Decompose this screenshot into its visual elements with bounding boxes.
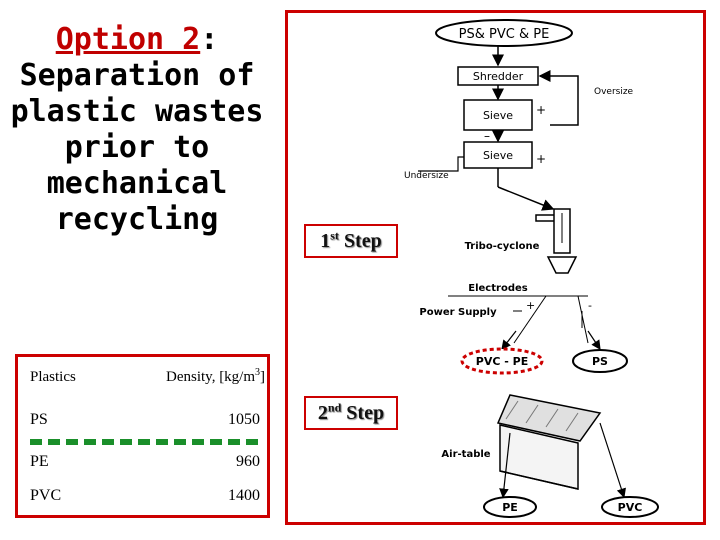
undersize-label: Undersize [404,171,449,181]
sieve2-box [463,141,533,169]
title-line-2: Separation of [19,58,255,93]
step2-word: Step [346,402,385,424]
electrodes-label: Electrodes [468,283,527,294]
step1-word: Step [343,230,382,252]
electrode-left [513,295,547,344]
ps-output-label: PS [592,355,608,368]
sieve2-plus: + [536,152,546,166]
row-ps-name: PS [30,411,48,428]
pe-output-ellipse [483,496,537,518]
header-plastics: Plastics [30,369,76,385]
row-ps-density: 1050 [228,411,260,428]
title-line-6: recycling [55,202,219,237]
airtable-rib [525,404,539,424]
airtable-top [496,394,602,442]
airtable-label: Air-table [441,449,490,460]
arrow-to-ps [587,330,601,350]
shredder-label: Shredder [473,70,524,83]
airtable-rib [565,412,579,432]
step1-number: 1 [320,230,331,252]
row-pe-name: PE [30,453,49,470]
undersize-line [418,156,464,172]
oversize-loop [538,70,579,126]
step2-number: 2 [317,402,328,424]
ps-output-ellipse [572,349,628,373]
mix-output-label: PVC - PE [476,355,528,368]
airtable-rib [545,408,559,428]
step2-label: 2nd Step [304,396,398,430]
oversize-label: Oversize [594,87,634,97]
title-line-5: mechanical [46,166,228,201]
process-diagram-frame: PS& PVC & PE Shredder Oversize Sieve + –… [285,10,706,525]
pe-output-label: PE [502,501,518,514]
title-line-1: Option 2: [8,22,266,58]
step2-suffix: nd [327,400,342,415]
pvc-output-label: PVC [618,501,643,514]
row-pvc-name: PVC [30,487,62,504]
header-density: Density, [kg/m3] [166,367,266,386]
input-ellipse [435,19,573,47]
arrow-to-pe [499,432,511,499]
row-pvc-density: 1400 [228,487,260,504]
power-supply-label: Power Supply [419,307,497,318]
separator-dash [30,439,258,445]
title-option-highlight: Option 2 [55,22,201,57]
power-minus: - [588,299,592,312]
slide-title: Option 2: Separation of plastic wastes p… [8,22,266,238]
mix-output-ellipse [460,347,544,375]
airtable-bottom [499,470,579,490]
density-table: Plastics Density, [kg/m3] PS 1050 PE 960… [15,354,270,518]
step1-suffix: st [330,228,339,243]
pvc-output-ellipse [601,496,659,518]
title-line-4: prior to [64,130,210,165]
step1-label: 1st Step [304,224,398,258]
electrode-right [577,295,589,344]
title-line-3: plastic wastes [10,94,264,129]
power-plus: + [526,299,535,312]
cyclone-cone [546,256,578,274]
title-colon: : [200,22,219,57]
sieve1-minus: – [484,129,490,143]
sieve1-label: Sieve [483,109,513,122]
header-density-text: Density, [kg/m [166,369,256,385]
sieve1-plus: + [536,103,546,117]
sieve2-label: Sieve [483,149,513,162]
arrow-to-cyclone [497,186,555,211]
arrow-to-pvc [599,422,626,499]
arrow-to-mix [501,330,517,350]
header-density-sup: 3 [255,367,261,378]
row-pe-density: 960 [236,453,260,470]
input-label: PS& PVC & PE [459,27,550,42]
header-density-end: ] [260,369,266,385]
tribo-label: Tribo-cyclone [465,241,540,252]
airtable-rib [505,400,519,420]
process-diagram: PS& PVC & PE Shredder Oversize Sieve + –… [404,19,659,518]
